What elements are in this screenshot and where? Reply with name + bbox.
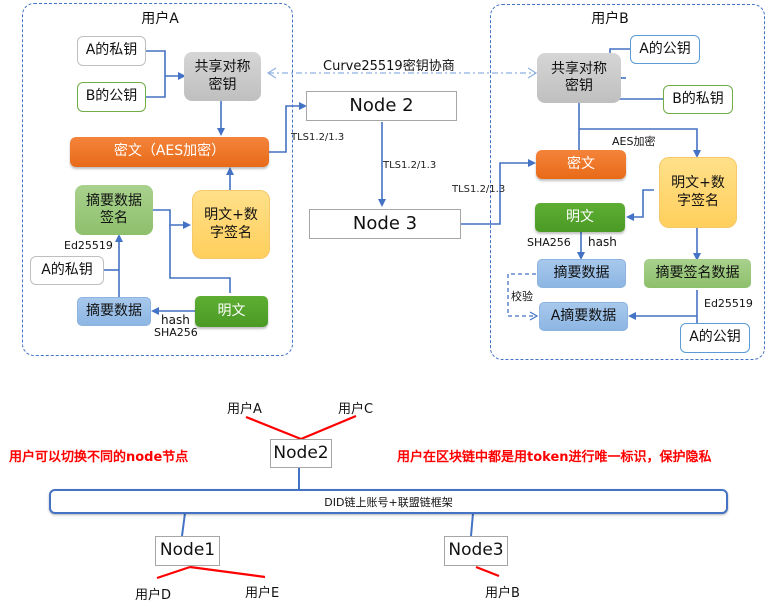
wire-bar-to-node3 bbox=[470, 512, 474, 537]
curve25519-label: Curve25519密钥协商 bbox=[323, 59, 455, 74]
b-a-public-key-box: A的公钥 bbox=[630, 35, 700, 64]
a-private-key-box: A的私钥 bbox=[77, 36, 146, 66]
bottom-user-a-label: 用户A bbox=[227, 402, 262, 417]
b-b-private-key-box: B的私钥 bbox=[663, 85, 733, 114]
b-shared-key-line1: 共享对称 bbox=[551, 60, 607, 77]
b-ciphertext-box: 密文 bbox=[536, 150, 626, 179]
a-hash-algo-label: SHA256 bbox=[154, 326, 198, 339]
b-hash-algo-label: SHA256 bbox=[527, 236, 571, 249]
user-a-panel bbox=[22, 3, 293, 356]
b-plain-plus-sig-box: 明文+数字签名 bbox=[659, 157, 737, 228]
a-plaintext-box: 明文 bbox=[195, 296, 268, 327]
note-switch-nodes: 用户可以切换不同的node节点 bbox=[9, 450, 189, 465]
a-plus-sig-line2: 字签名 bbox=[209, 224, 252, 241]
red-link-userc-node2 bbox=[300, 414, 357, 441]
did-chain-bar: DID链上账号+联盟链框架 bbox=[49, 489, 728, 514]
b-digest-sig-data-box: 摘要签名数据 bbox=[644, 259, 751, 288]
b-sign-algo-label: Ed25519 bbox=[704, 297, 753, 310]
red-link-usera-node2 bbox=[245, 415, 302, 441]
user-a-title: 用户A bbox=[141, 11, 179, 27]
a-plus-sig-line1: 明文+数 bbox=[204, 207, 258, 223]
b-digest-box: 摘要数据 bbox=[537, 259, 626, 288]
user-b-title: 用户B bbox=[591, 11, 629, 27]
note-token-privacy: 用户在区块链中都是用token进行唯一标识，保护隐私 bbox=[397, 450, 712, 465]
b-plaintext-box: 明文 bbox=[535, 203, 625, 232]
bottom-node2-box: Node2 bbox=[270, 439, 332, 468]
a-hash-label: hash bbox=[161, 313, 190, 327]
tls-node3-to-b-label: TLS1.2/1.3 bbox=[452, 184, 506, 195]
bottom-user-b-label: 用户B bbox=[485, 586, 520, 601]
a-ciphertext-box: 密文（AES加密） bbox=[70, 137, 269, 167]
bottom-user-e-label: 用户E bbox=[245, 586, 280, 601]
bottom-user-c-label: 用户C bbox=[338, 402, 374, 417]
a-digest-signature-box: 摘要数据签名 bbox=[75, 185, 153, 235]
b-hash-label: hash bbox=[588, 235, 617, 249]
b-public-key-box: B的公钥 bbox=[77, 82, 146, 112]
b-verify-label: 校验 bbox=[511, 290, 533, 303]
a-plain-plus-sig-box: 明文+数字签名 bbox=[192, 190, 270, 259]
a-shared-key-line1: 共享对称 bbox=[194, 59, 251, 75]
tls-node2-to-node3-label: TLS1.2/1.3 bbox=[383, 160, 437, 171]
a-private-key-2-box: A的私钥 bbox=[30, 256, 104, 285]
a-digest-sig-line1: 摘要数据 bbox=[86, 192, 142, 209]
b-aes-label: AES加密 bbox=[612, 135, 656, 148]
a-shared-key-line2: 密钥 bbox=[208, 76, 237, 93]
tls-a-to-node2-label: TLS1.2/1.3 bbox=[291, 132, 345, 143]
bottom-node1-box: Node1 bbox=[155, 536, 220, 566]
a-shared-key-box: 共享对称密钥 bbox=[184, 52, 261, 101]
bottom-user-d-label: 用户D bbox=[135, 588, 172, 603]
b-a-digest-box: A摘要数据 bbox=[539, 302, 628, 331]
b-shared-key-box: 共享对称密钥 bbox=[537, 53, 621, 103]
wire-bar-to-node1 bbox=[181, 512, 186, 537]
a-digest-sig-line2: 签名 bbox=[100, 210, 128, 226]
bottom-node3-box: Node3 bbox=[444, 536, 508, 566]
a-sign-algo-label: Ed25519 bbox=[64, 239, 113, 252]
red-link-node1-usere bbox=[189, 565, 266, 579]
red-link-node3-userb bbox=[475, 565, 500, 578]
b-plus-sig-line1: 明文+数 bbox=[671, 175, 725, 191]
b-shared-key-line2: 密钥 bbox=[565, 78, 593, 94]
a-digest-box: 摘要数据 bbox=[77, 297, 151, 326]
node3-box: Node 3 bbox=[309, 209, 461, 239]
b-plus-sig-line2: 字签名 bbox=[676, 192, 719, 209]
red-link-node1-userd bbox=[156, 565, 191, 580]
b-a-public-key-2-box: A的公钥 bbox=[680, 323, 750, 353]
node2-box: Node 2 bbox=[306, 91, 457, 121]
